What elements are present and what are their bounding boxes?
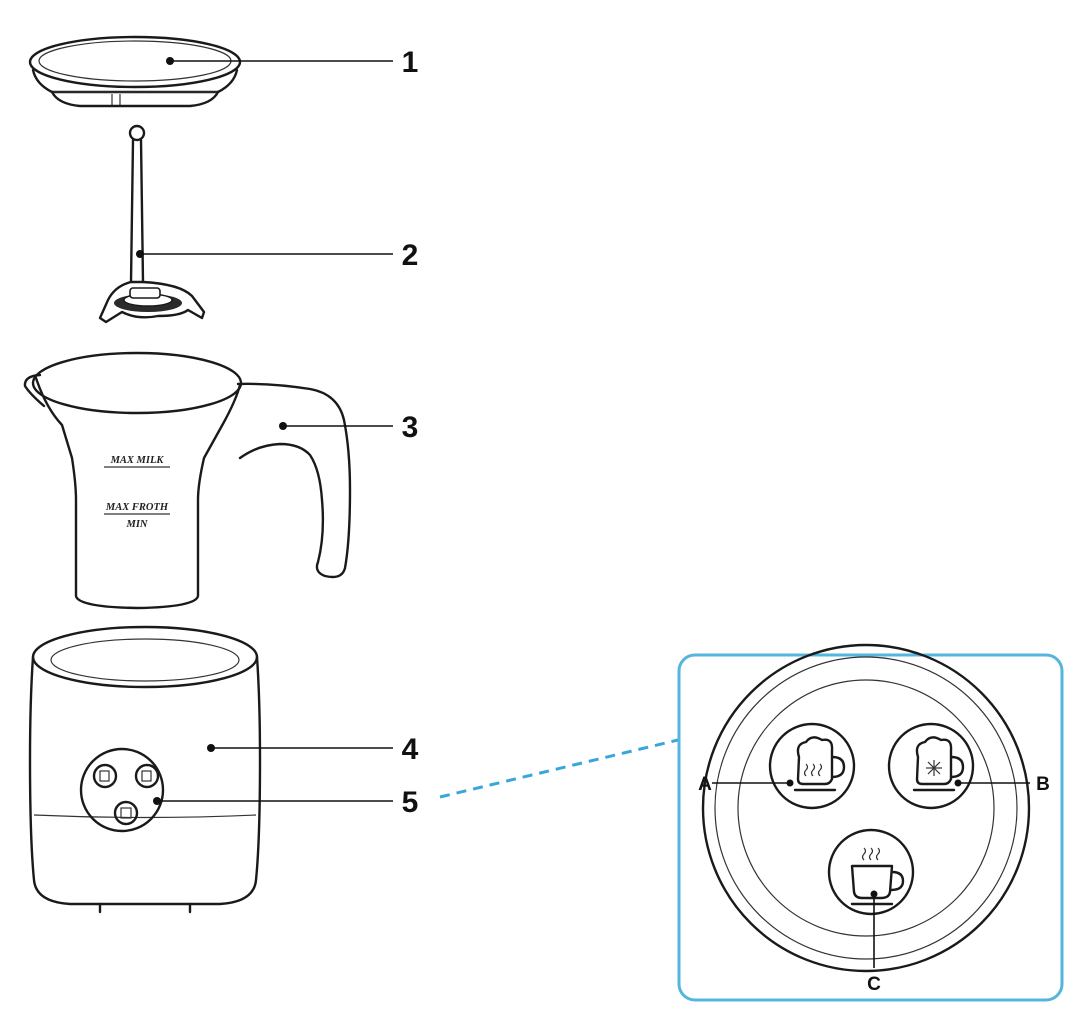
callout-c: C xyxy=(867,974,881,995)
dashed-connector xyxy=(439,738,679,799)
hot-milk-cup-icon xyxy=(850,847,905,906)
callout-3: 3 xyxy=(402,411,419,444)
control-panel-detail xyxy=(677,643,1064,1002)
button-c-hot-milk xyxy=(827,828,915,916)
button-a-hot-froth xyxy=(768,722,856,810)
callout-b: B xyxy=(1036,774,1050,795)
part-leaders xyxy=(136,57,393,805)
callout-4: 4 xyxy=(402,733,419,766)
callout-1: 1 xyxy=(402,46,419,79)
jug-min-mark: MIN xyxy=(125,519,147,530)
jug-max-froth-mark: MAX FROTH xyxy=(105,502,169,513)
callout-a: A xyxy=(698,774,712,795)
whisk xyxy=(98,124,206,324)
callout-5: 5 xyxy=(402,786,419,819)
button-b-cold-froth xyxy=(887,722,975,810)
jug-max-milk-mark: MAX MILK xyxy=(110,455,165,466)
lid xyxy=(28,35,242,108)
hot-froth-mug-icon xyxy=(793,736,846,792)
callout-2: 2 xyxy=(402,239,419,272)
cold-froth-mug-icon xyxy=(912,736,965,792)
base xyxy=(28,625,262,914)
jug: MAX MILK MAX FROTH MIN xyxy=(23,351,352,610)
